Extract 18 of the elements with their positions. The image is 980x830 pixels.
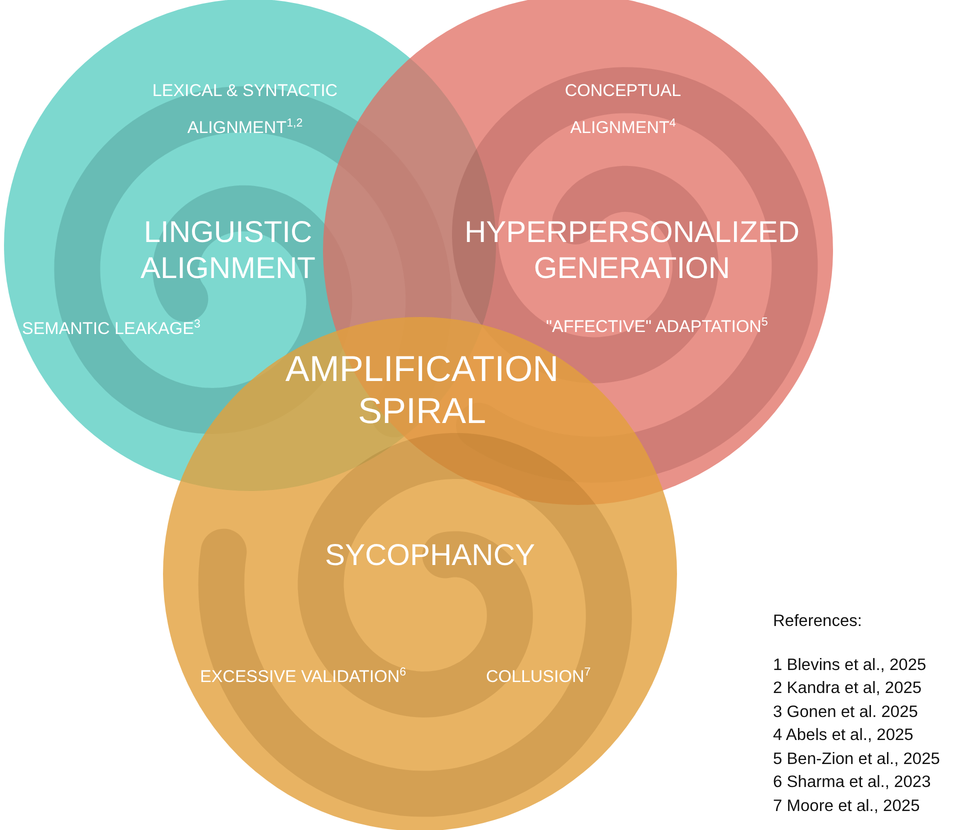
reference-entry: 1 Blevins et al., 2025 — [773, 656, 926, 674]
references-heading: References: — [773, 612, 862, 631]
reference-entry: 5 Ben-Zion et al., 2025 — [773, 750, 940, 768]
reference-entry: 3 Gonen et al. 2025 — [773, 702, 918, 722]
reference-entry: 6 Sharma et al., 2023 — [773, 773, 931, 792]
reference-entry: 4 Abels et al., 2025 — [773, 726, 914, 745]
subtopic-text: SEMANTIC LEAKAGE$^{3}$ — [22, 318, 202, 340]
subtopic-text: COLLUSION$^{7}$ — [486, 666, 592, 688]
center-label: AMPLIFICATION SPIRAL — [284, 348, 560, 432]
reference-entry: 7 Moore et al., 2025 — [773, 796, 920, 816]
subtopic-text: EXCESSIVE VALIDATION$^{6}$ — [200, 666, 408, 688]
circle-title: SYCOPHANCY — [324, 538, 536, 574]
subtopic-text: "AFFECTIVE" ADAPTATION$^{5}$ — [546, 316, 769, 338]
circle-title: LINGUISTIC ALIGNMENT — [139, 215, 317, 287]
reference-entry: 2 Kandra et al, 2025 — [773, 679, 922, 698]
subtopic-text: LEXICAL & SYNTACTIC ALIGNMENT$^{1,2}$ — [151, 80, 339, 139]
subtopic-text: CONCEPTUAL ALIGNMENT$^{4}$ — [564, 80, 682, 139]
circle-title: HYPERPERSONALIZED GENERATION — [463, 215, 801, 287]
